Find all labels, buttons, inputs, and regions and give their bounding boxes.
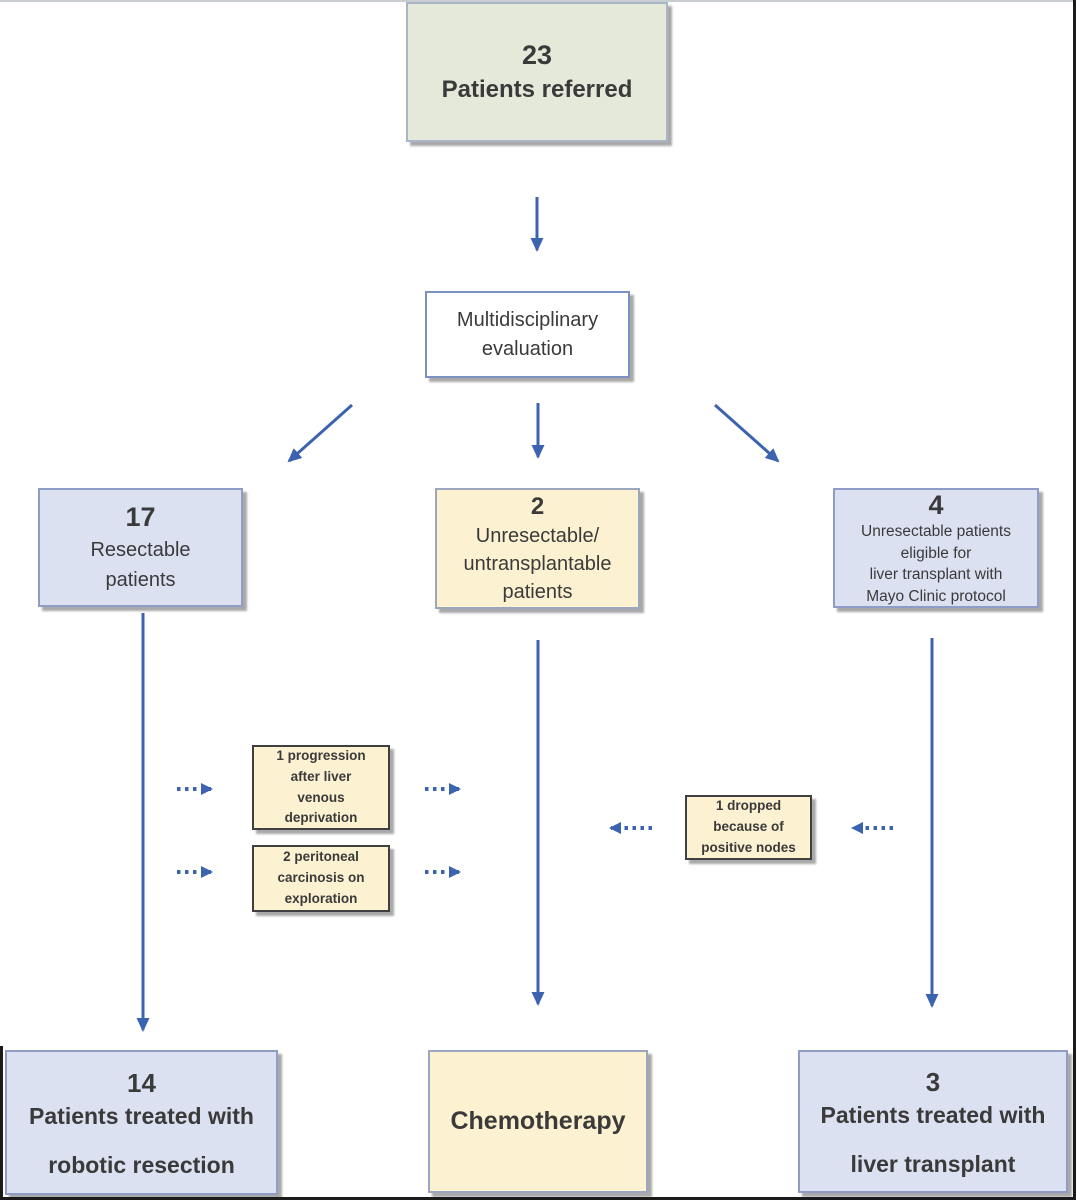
eligible-label: Unresectable patients eligible for liver… — [861, 523, 1011, 605]
unresectable-count: 2 — [530, 492, 545, 520]
patients-referred-label: Patients referred — [441, 75, 633, 103]
node-progression-dropout: 1 progression after liver venous depriva… — [252, 745, 390, 830]
liver-line2: liver transplant — [850, 1151, 1016, 1178]
robotic-count: 14 — [127, 1067, 156, 1098]
node-robotic-resection: 14 Patients treated with robotic resecti… — [5, 1050, 278, 1195]
evaluation-label: Multidisciplinary evaluation — [456, 308, 599, 360]
figure-frame-bottom — [0, 1197, 1076, 1200]
node-transplant-eligible: 4 Unresectable patients eligible for liv… — [833, 488, 1039, 608]
node-resectable-patients: 17 Resectable patients — [38, 488, 243, 607]
figure-frame-right — [1073, 0, 1076, 1200]
arrow-evaluation-to-eligible — [714, 403, 780, 463]
node-peritoneal-dropout: 2 peritoneal carcinosis on exploration — [252, 845, 390, 912]
dropped-label: 1 dropped because of positive nodes — [701, 798, 796, 855]
node-unresectable-untransplantable: 2 Unresectable/ untransplantable patient… — [435, 488, 640, 609]
node-liver-transplant: 3 Patients treated with liver transplant — [798, 1050, 1068, 1193]
liver-line1: Patients treated with — [820, 1102, 1046, 1129]
node-multidisciplinary-evaluation: Multidisciplinary evaluation — [425, 291, 630, 378]
eligible-count: 4 — [928, 490, 944, 521]
robotic-line2: robotic resection — [48, 1152, 235, 1179]
node-positive-nodes-dropout: 1 dropped because of positive nodes — [685, 795, 812, 860]
figure-frame-left — [0, 1046, 3, 1200]
node-patients-referred: 23 Patients referred — [406, 2, 668, 142]
chemotherapy-label: Chemotherapy — [450, 1107, 626, 1135]
resectable-count: 17 — [125, 501, 156, 532]
unresectable-label: Unresectable/ untransplantable patients — [463, 525, 612, 604]
figure-frame-top — [0, 0, 1076, 2]
robotic-line1: Patients treated with — [29, 1103, 254, 1130]
arrow-evaluation-to-resectable — [287, 403, 353, 463]
progression-label: 1 progression after liver venous depriva… — [276, 747, 366, 826]
liver-count: 3 — [925, 1066, 941, 1097]
peritoneal-label: 2 peritoneal carcinosis on exploration — [277, 849, 365, 906]
resectable-label: Resectable patients — [90, 539, 191, 592]
patients-referred-count: 23 — [521, 39, 553, 70]
node-chemotherapy: Chemotherapy — [428, 1050, 648, 1193]
